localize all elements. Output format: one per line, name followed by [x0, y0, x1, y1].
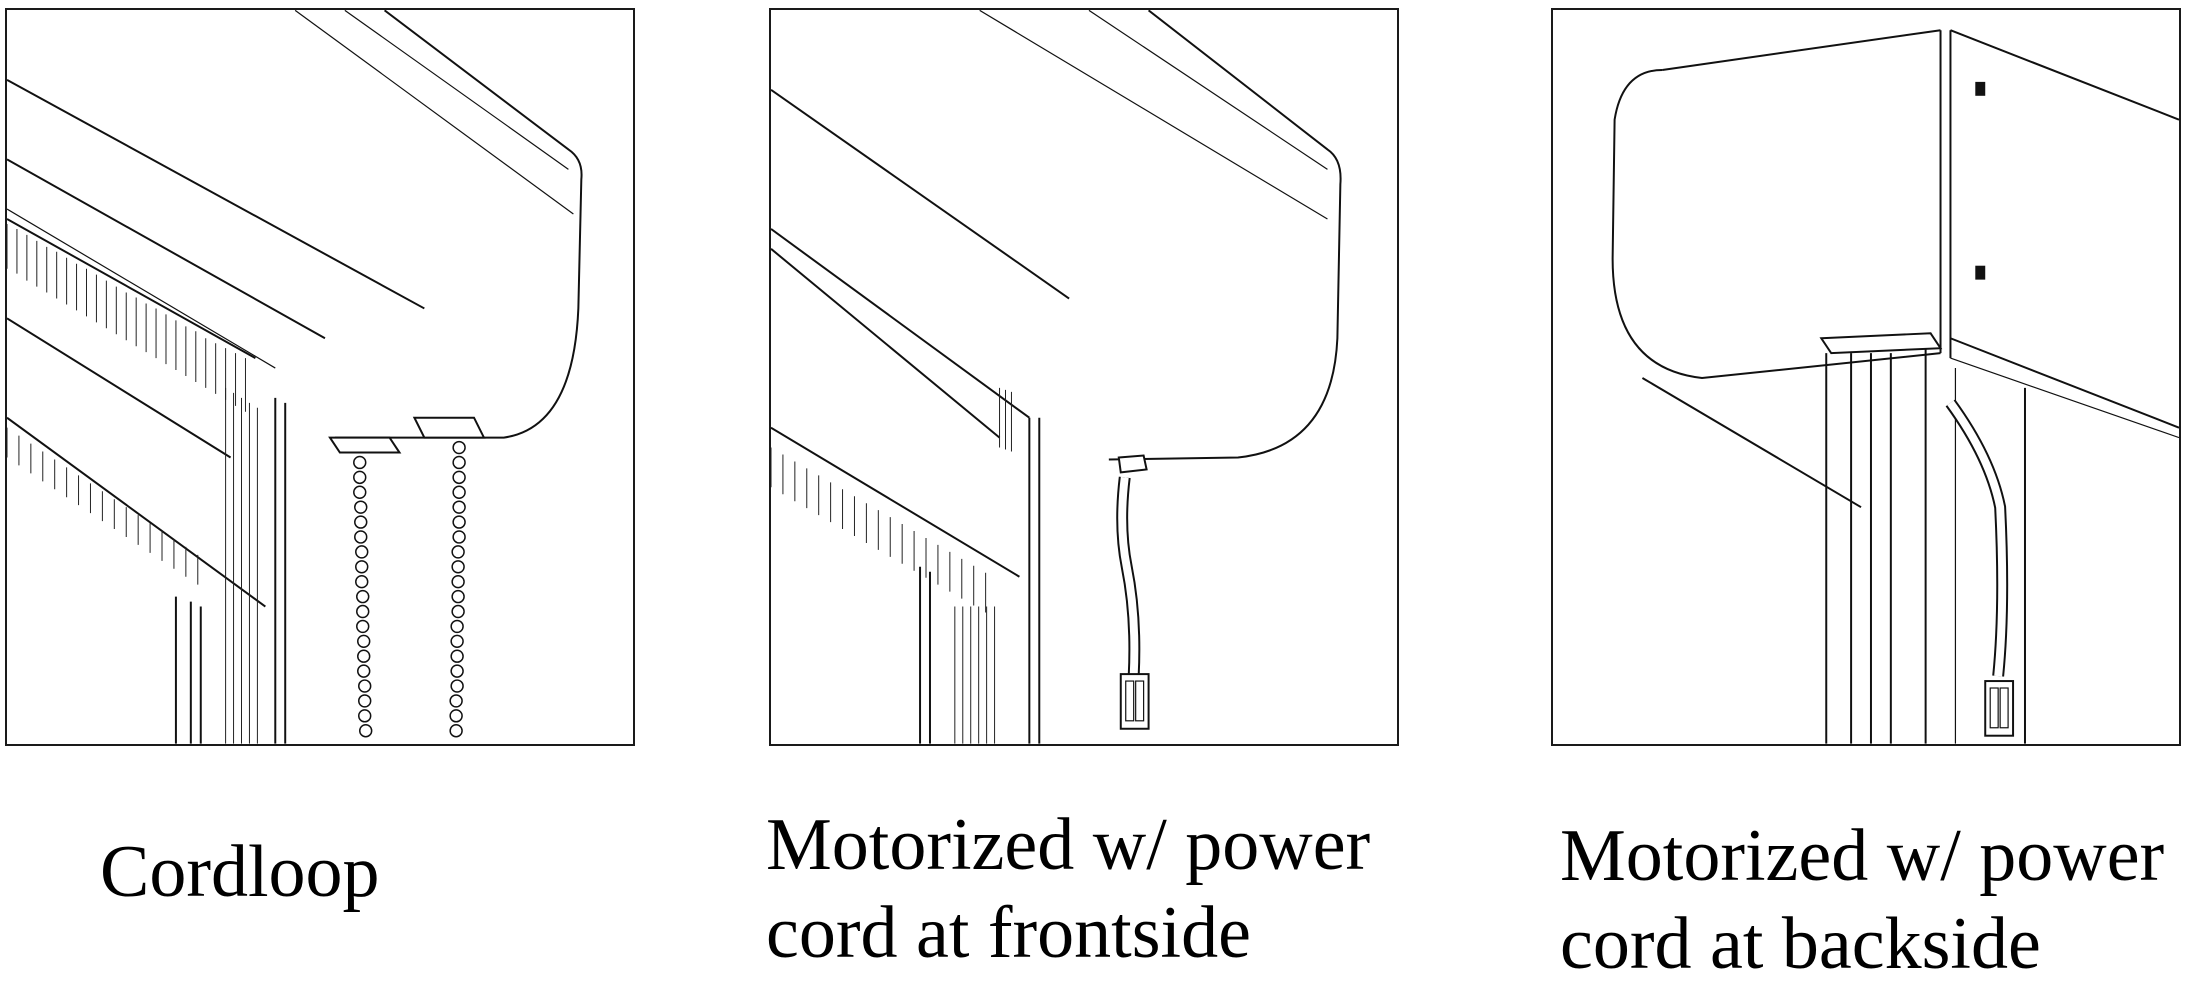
power-cord-icon: [1116, 454, 1150, 730]
cordloop-illustration: [5, 8, 635, 746]
power-cord-icon: [1945, 399, 2015, 737]
caption-line: cord at backside: [1560, 903, 2041, 985]
roller-shade-motorized-front-drawing: [771, 10, 1342, 744]
caption-motorized-front: Motorized w/ power cord at frontside: [766, 801, 1370, 977]
caption-line: Motorized w/ power: [766, 804, 1371, 886]
caption-line: Motorized w/ power: [1560, 815, 2165, 897]
caption-motorized-back: Motorized w/ power cord at backside: [1560, 812, 2164, 988]
bead-chain-icon: [353, 440, 466, 738]
motorized-back-illustration: [1551, 8, 2181, 746]
motorized-front-illustration: [769, 8, 1399, 746]
roller-shade-motorized-back-drawing: [1611, 29, 2179, 744]
caption-line: Cordloop: [100, 831, 380, 913]
caption-cordloop: Cordloop: [100, 828, 380, 916]
roller-shade-cordloop-drawing: [7, 10, 583, 744]
caption-line: cord at frontside: [766, 892, 1251, 974]
